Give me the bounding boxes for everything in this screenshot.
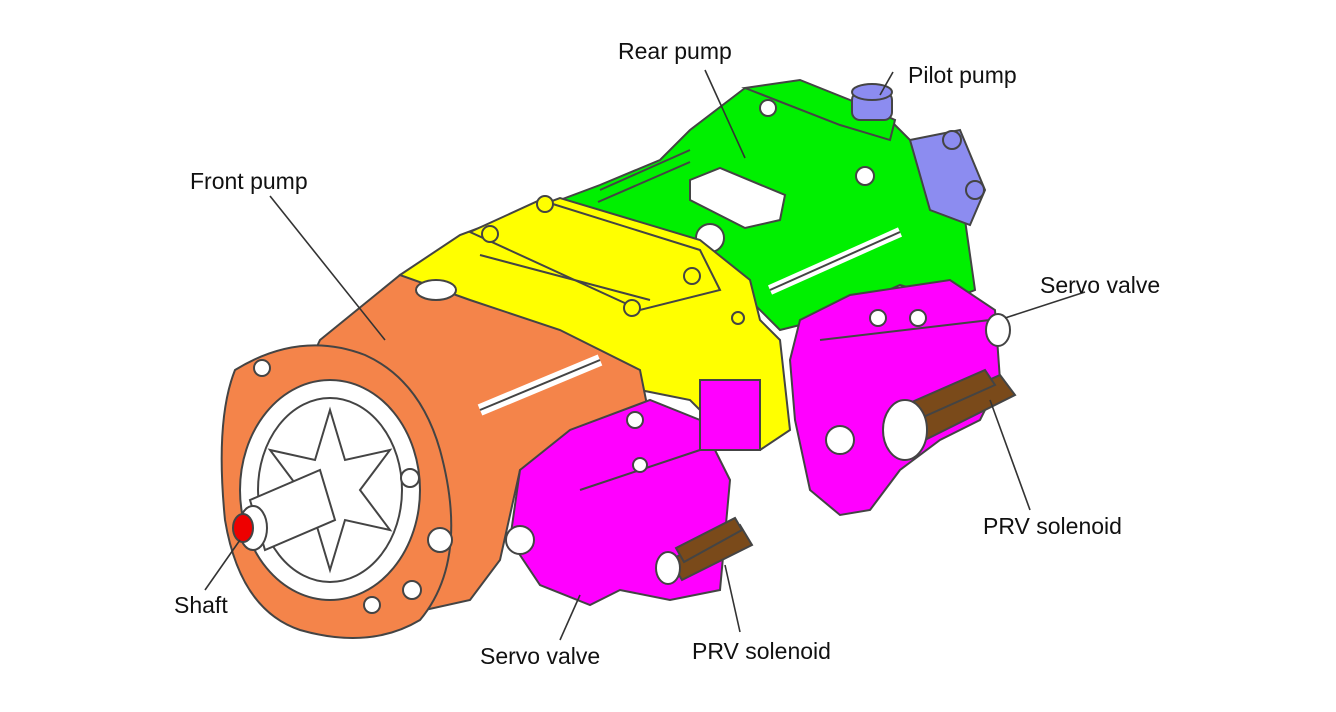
front-pump-label: Front pump bbox=[190, 168, 308, 194]
front-pump-body bbox=[220, 273, 652, 639]
shaft bbox=[232, 468, 337, 552]
leader-lines bbox=[204, 69, 1086, 641]
rear-pump-body bbox=[557, 78, 977, 332]
middle-housing bbox=[398, 195, 792, 452]
shaft-label: Shaft bbox=[174, 592, 228, 618]
prv-solenoid-right-body bbox=[882, 368, 1017, 461]
rear-pump-label: Rear pump bbox=[618, 38, 732, 64]
prv-solenoid-right-label: PRV solenoid bbox=[983, 513, 1122, 539]
pilot-pump-body bbox=[851, 83, 987, 227]
servo-valve-bottom-label: Servo valve bbox=[480, 643, 601, 669]
servo-valve-right-body bbox=[788, 278, 1011, 517]
prv-solenoid-bottom-label: PRV solenoid bbox=[692, 638, 831, 664]
servo-valve-right-label: Servo valve bbox=[1040, 272, 1161, 298]
prv-solenoid-bottom-body bbox=[655, 516, 754, 585]
pilot-pump-label: Pilot pump bbox=[908, 62, 1017, 88]
